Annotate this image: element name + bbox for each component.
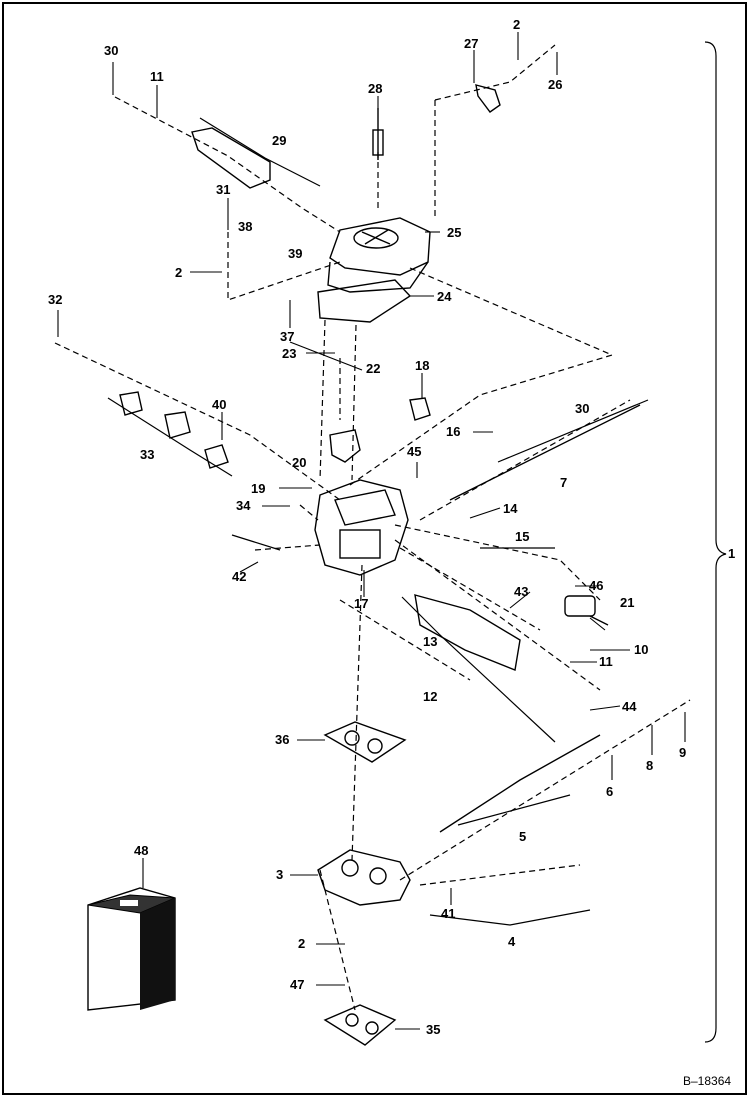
stud-part-28 bbox=[372, 108, 384, 160]
callout-17: 17 bbox=[354, 596, 368, 611]
callout-37: 37 bbox=[280, 329, 294, 344]
callout-7: 7 bbox=[560, 475, 567, 490]
callout-6: 6 bbox=[606, 784, 613, 799]
callout-21: 21 bbox=[620, 595, 634, 610]
callout-27: 27 bbox=[464, 36, 478, 51]
callout-33: 33 bbox=[140, 447, 154, 462]
assembly-dashed-lines bbox=[54, 44, 691, 1011]
callout-31: 31 bbox=[216, 182, 230, 197]
callout-45: 45 bbox=[407, 444, 421, 459]
callout-48: 48 bbox=[134, 843, 148, 858]
callout-4: 4 bbox=[508, 934, 516, 949]
callout-46: 46 bbox=[589, 578, 603, 593]
brace-item-1 bbox=[704, 41, 727, 1043]
gasket-part-24 bbox=[317, 279, 412, 323]
callout-5: 5 bbox=[519, 829, 526, 844]
callout-43: 43 bbox=[514, 584, 528, 599]
callout-29: 29 bbox=[272, 133, 286, 148]
callout-20: 20 bbox=[292, 455, 306, 470]
callout-30: 30 bbox=[575, 401, 589, 416]
callout-10: 10 bbox=[634, 642, 648, 657]
assembly-bracket-12 bbox=[414, 594, 521, 671]
callout-44: 44 bbox=[622, 699, 637, 714]
callout-14: 14 bbox=[503, 501, 518, 516]
callout-18: 18 bbox=[415, 358, 429, 373]
callout-28: 28 bbox=[368, 81, 382, 96]
callout-47: 47 bbox=[290, 977, 304, 992]
callout-36: 36 bbox=[275, 732, 289, 747]
bracket-part-29 bbox=[191, 127, 271, 189]
callout-38: 38 bbox=[238, 219, 252, 234]
part-20 bbox=[329, 429, 361, 463]
solenoid-part-21 bbox=[564, 595, 609, 626]
callout-19: 19 bbox=[251, 481, 265, 496]
callout-8: 8 bbox=[646, 758, 653, 773]
linkage-part-5 bbox=[439, 734, 601, 833]
throttle-body-part-3 bbox=[317, 849, 411, 906]
callout-11: 11 bbox=[150, 69, 164, 84]
callout-39: 39 bbox=[288, 246, 302, 261]
callout-12: 12 bbox=[423, 689, 437, 704]
callout-3: 3 bbox=[276, 867, 283, 882]
gasket-part-35 bbox=[323, 1004, 397, 1046]
lever-part-27 bbox=[475, 84, 501, 113]
callout-2: 2 bbox=[175, 265, 182, 280]
callout-9: 9 bbox=[679, 745, 686, 760]
callout-24: 24 bbox=[437, 289, 452, 304]
callout-labels: 1 2 2 2 3 4 5 6 7 8 9 10 11 11 12 13 14 … bbox=[48, 17, 735, 1037]
group-braces bbox=[107, 117, 649, 926]
top-cover-part-25 bbox=[327, 217, 431, 293]
leader-lines bbox=[57, 32, 686, 1030]
callout-23: 23 bbox=[282, 346, 296, 361]
callout-15: 15 bbox=[515, 529, 529, 544]
main-body bbox=[314, 479, 409, 576]
callout-40: 40 bbox=[212, 397, 226, 412]
callout-1: 1 bbox=[728, 546, 735, 561]
part-18 bbox=[409, 397, 431, 421]
figure-reference: B–18364 bbox=[683, 1074, 731, 1088]
callout-32: 32 bbox=[48, 292, 62, 307]
callout-41: 41 bbox=[441, 906, 455, 921]
callout-22: 22 bbox=[366, 361, 380, 376]
callout-25: 25 bbox=[447, 225, 461, 240]
gasket-part-36 bbox=[323, 721, 407, 763]
callout-26: 26 bbox=[548, 77, 562, 92]
callout-35: 35 bbox=[426, 1022, 440, 1037]
repair-kit-box-48 bbox=[87, 887, 176, 1011]
rod-part-7 bbox=[449, 404, 641, 501]
callout-13: 13 bbox=[423, 634, 437, 649]
callout-11: 11 bbox=[599, 654, 613, 669]
callout-42: 42 bbox=[232, 569, 246, 584]
callout-16: 16 bbox=[446, 424, 460, 439]
callout-2: 2 bbox=[513, 17, 520, 32]
callout-30: 30 bbox=[104, 43, 118, 58]
callout-34: 34 bbox=[236, 498, 251, 513]
callout-2: 2 bbox=[298, 936, 305, 951]
